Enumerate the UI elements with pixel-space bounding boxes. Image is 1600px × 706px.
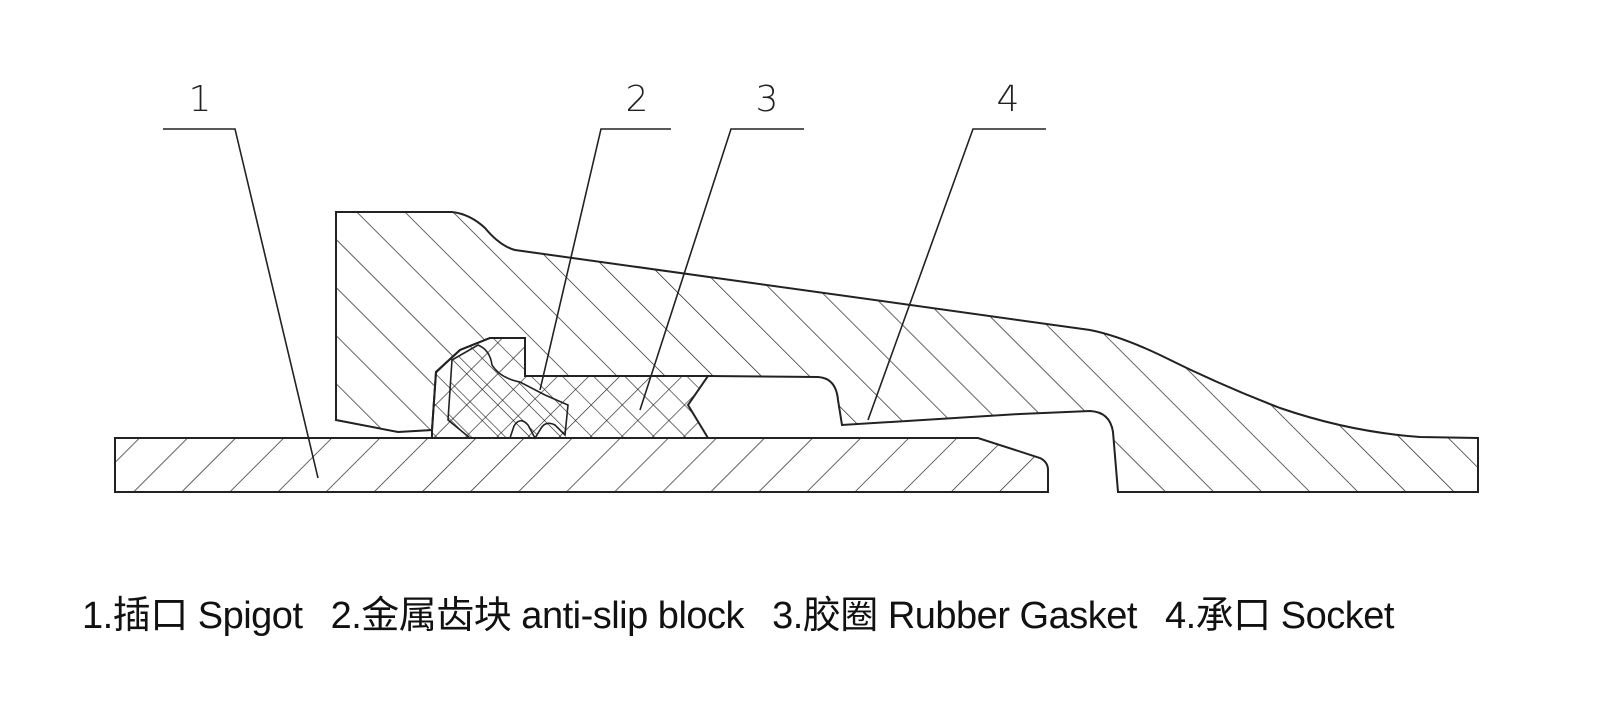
- anti-slip-block: [447, 344, 569, 440]
- leader-line-3: [639, 128, 804, 411]
- spigot: [114, 437, 1049, 493]
- legend-item-rubber-gasket: 3.胶圈 Rubber Gasket: [772, 595, 1137, 637]
- legend-item-socket: 4.承口 Socket: [1164, 595, 1394, 637]
- parts-legend: 1.插口 Spigot 2.金属齿块 anti-slip block 3.胶圈 …: [82, 584, 1412, 639]
- callout-1: 1: [188, 79, 212, 120]
- callout-2: 2: [625, 79, 649, 120]
- socket: [335, 211, 1479, 493]
- legend-item-spigot: 1.插口 Spigot: [82, 595, 303, 637]
- leader-line-1: [163, 128, 319, 479]
- leader-line-2: [539, 128, 671, 391]
- callout-3: 3: [755, 79, 779, 120]
- legend-item-anti-slip-block: 2.金属齿块 anti-slip block: [330, 595, 745, 637]
- pipe-joint-cross-section: [114, 128, 1479, 493]
- callout-4: 4: [996, 79, 1020, 120]
- leader-line-4: [867, 128, 1046, 421]
